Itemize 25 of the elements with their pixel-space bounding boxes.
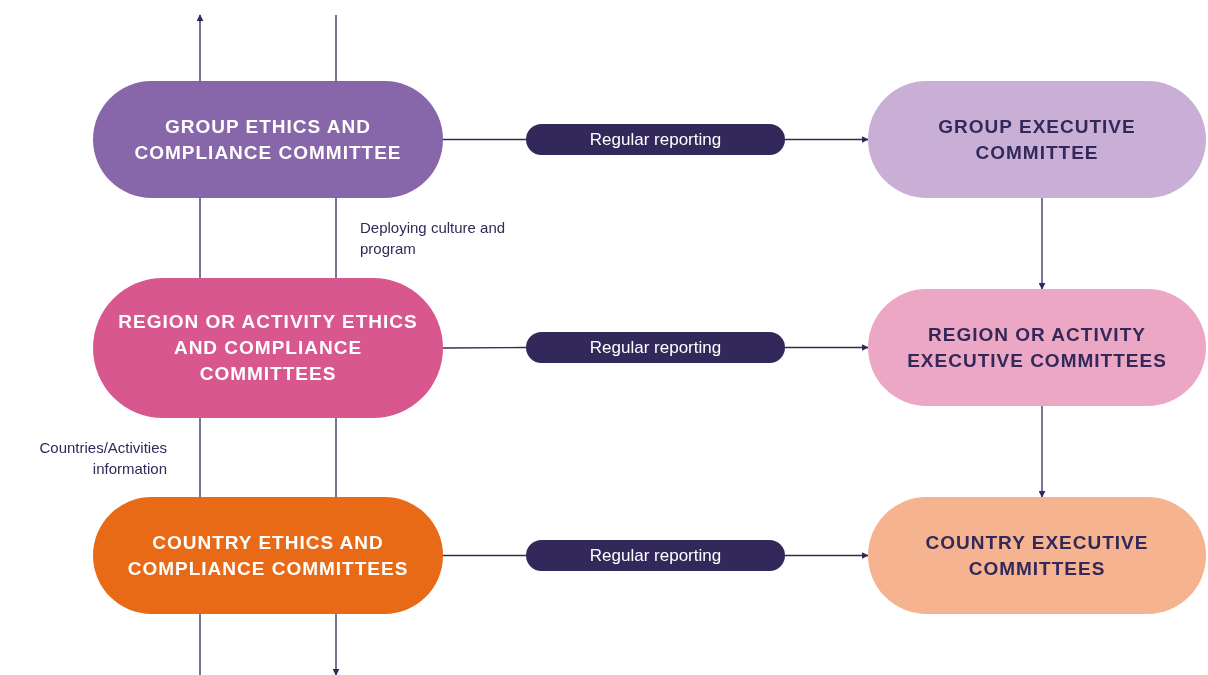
connector-line — [199, 197, 201, 279]
connector-line — [442, 138, 527, 141]
arrow — [332, 613, 340, 675]
connector-line — [442, 554, 527, 557]
reporting-pill: Regular reporting — [526, 540, 785, 571]
connector-line — [199, 417, 201, 498]
committee-box: GROUP EXECUTIVE COMMITTEE — [868, 81, 1206, 198]
connector-line — [335, 197, 337, 279]
connector-line — [335, 417, 337, 498]
connector-line — [335, 14, 337, 82]
committee-box: COUNTRY EXECUTIVE COMMITTEES — [868, 497, 1206, 614]
connector-line — [442, 346, 527, 349]
reporting-pill: Regular reporting — [526, 332, 785, 363]
committee-box: GROUP ETHICS AND COMPLIANCE COMMITTEE — [93, 81, 443, 198]
arrow — [196, 14, 204, 82]
connector-line — [199, 613, 201, 675]
arrow — [784, 136, 869, 143]
arrow — [784, 552, 869, 559]
arrow — [1038, 405, 1046, 498]
committee-box: REGION OR ACTIVITY EXECUTIVE COMMITTEES — [868, 289, 1206, 406]
committee-box: REGION OR ACTIVITY ETHICS AND COMPLIANCE COMMITTEES — [93, 278, 443, 418]
reporting-pill: Regular reporting — [526, 124, 785, 155]
arrow — [1038, 197, 1046, 290]
committee-box: COUNTRY ETHICS AND COMPLIANCE COMMITTEES — [93, 497, 443, 614]
arrow — [784, 344, 869, 351]
